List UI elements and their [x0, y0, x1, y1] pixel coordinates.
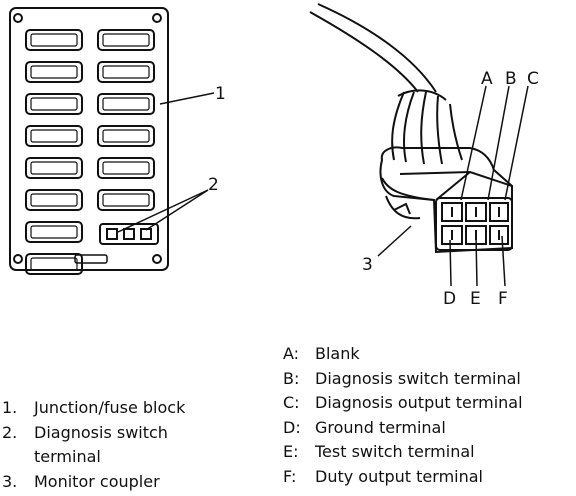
callout-3: 3	[362, 255, 373, 275]
legend-text: Diagnosis switch terminal	[315, 368, 521, 388]
legend-text: Blank	[315, 344, 360, 363]
fuse-slot	[97, 189, 155, 211]
diagram-figure: 1 2 3 A B C D E F	[9, 3, 539, 309]
fuse-slot-inner	[30, 257, 78, 271]
callout-1: 1	[215, 84, 226, 104]
legend-key: 3.	[2, 471, 18, 491]
legend-text: Diagnosis output terminal	[315, 393, 523, 412]
fuse-slot-inner	[102, 33, 150, 47]
legend-item: F: Duty output terminal	[283, 465, 523, 490]
fuse-slot	[25, 189, 83, 211]
callout-D: D	[443, 289, 456, 309]
legend-key: C:	[283, 393, 300, 412]
fuse-slot-inner	[102, 65, 150, 79]
diagnosis-switch-terminal-shape	[99, 223, 159, 245]
fuse-slot-inner	[30, 225, 78, 239]
fuse-slot-inner	[30, 161, 78, 175]
legend-text: Duty output terminal	[315, 466, 483, 486]
legend-item: D: Ground terminal	[283, 416, 523, 441]
legend-item: E: Test switch terminal	[283, 440, 523, 465]
fuse-slot	[25, 221, 83, 243]
legend-key: B:	[283, 368, 300, 388]
fuse-slot-inner	[30, 33, 78, 47]
legend-item: B: Diagnosis switch terminal	[283, 367, 523, 392]
fuse-slot-inner	[30, 193, 78, 207]
legend-text: Ground terminal	[315, 417, 446, 437]
legend-item: 1. Junction/fuse block	[2, 396, 185, 421]
legend-key: F:	[283, 466, 297, 486]
callout-A: A	[481, 69, 493, 89]
legend-text: Junction/fuse block	[34, 398, 186, 417]
fuse-slot	[25, 157, 83, 179]
callout-C: C	[527, 69, 539, 89]
fuse-slot-inner	[30, 129, 78, 143]
parts-legend: 1. Junction/fuse block 2. Diagnosis switch…	[2, 396, 185, 494]
fuse-slot	[25, 29, 83, 51]
legend-key: D:	[283, 417, 301, 437]
fuse-slot	[97, 157, 155, 179]
callout-B: B	[505, 69, 517, 89]
legend-text: Diagnosis switch	[34, 422, 168, 442]
fuse-slot	[25, 253, 83, 275]
legend-item: A: Blank	[283, 342, 523, 367]
legend-key: 2.	[2, 422, 18, 442]
fuse-slot	[97, 29, 155, 51]
fuse-slot-inner	[102, 161, 150, 175]
legend-item: C: Diagnosis output terminal	[283, 391, 523, 416]
terminal-legend: A: Blank B: Diagnosis switch terminal C: Di…	[283, 342, 523, 489]
fuse-slot-inner	[102, 97, 150, 111]
fuse-slot	[25, 61, 83, 83]
monitor-coupler	[379, 146, 513, 254]
callout-E: E	[470, 289, 481, 309]
callout-F: F	[498, 289, 508, 309]
legend-text: Monitor coupler	[34, 471, 160, 491]
junction-fuse-block	[9, 7, 169, 271]
fuse-slot	[25, 125, 83, 147]
legend-item: 2. Diagnosis switch	[2, 421, 185, 446]
legend-text-continued: terminal	[34, 447, 101, 466]
wire-harness	[309, 3, 463, 165]
fuse-slot	[97, 93, 155, 115]
fuse-slot-inner	[102, 129, 150, 143]
fuse-slot	[97, 61, 155, 83]
fuse-slot	[25, 93, 83, 115]
fuse-slot-inner	[30, 97, 78, 111]
legend-text: Test switch terminal	[315, 442, 475, 461]
legend-key: E:	[283, 442, 299, 461]
fuse-slot-inner	[102, 193, 150, 207]
fuse-slot-inner	[30, 65, 78, 79]
legend-item: 3. Monitor coupler	[2, 470, 185, 495]
fuse-slot	[97, 125, 155, 147]
legend-key: 1.	[2, 398, 18, 417]
legend-key: A:	[283, 344, 300, 363]
callout-2: 2	[208, 175, 219, 195]
leader-lines	[117, 85, 529, 287]
fuse-slots	[25, 29, 155, 275]
